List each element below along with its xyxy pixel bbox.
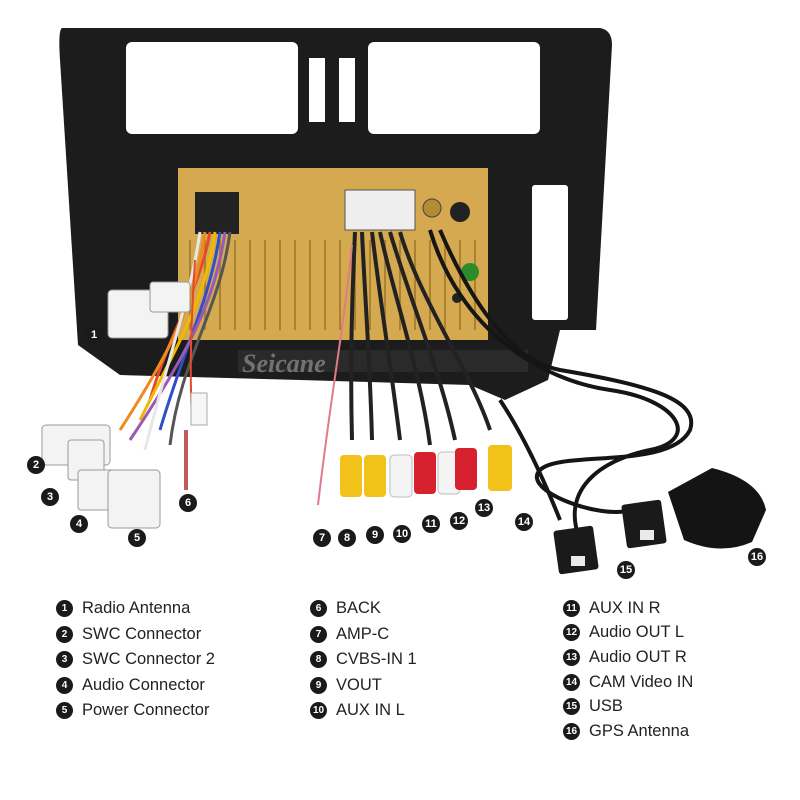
legend-column-2: 6 BACK 7 AMP-C 8 CVBS-IN 1 9 VOUT 10 AUX IN L [310, 596, 417, 724]
callout-12: 12 [450, 512, 468, 530]
legend-label: Radio Antenna [82, 599, 191, 618]
legend-number: 10 [310, 702, 327, 720]
legend-label: GPS Antenna [589, 721, 689, 740]
callout-6: 6 [179, 494, 197, 512]
legend-item: 6 BACK [310, 596, 417, 622]
callout-2: 2 [27, 456, 45, 474]
callout-3: 3 [41, 488, 59, 506]
legend-item: 8 CVBS-IN 1 [310, 647, 417, 673]
rca-cables [317, 231, 492, 506]
legend-label: USB [589, 697, 623, 716]
gps-antenna [668, 468, 766, 549]
legend-number: 15 [563, 698, 580, 716]
legend-number: 16 [563, 722, 580, 740]
legend-label: VOUT [336, 675, 382, 694]
legend-label: Audio Connector [82, 675, 205, 694]
legend-label: Audio OUT L [589, 623, 685, 642]
legend-label: CVBS-IN 1 [336, 650, 417, 669]
callout-13: 13 [475, 499, 493, 517]
watermark: Seicane [242, 349, 326, 378]
callout-5: 5 [128, 529, 146, 547]
legend-label: AUX IN R [589, 598, 661, 617]
rca-plugs [340, 445, 512, 498]
callout-1: 1 [85, 326, 103, 344]
legend-number: 1 [56, 600, 73, 618]
legend-label: CAM Video IN [589, 672, 694, 691]
legend-item: 11 AUX IN R [563, 596, 693, 621]
legend-number: 11 [563, 599, 580, 617]
callout-14: 14 [515, 513, 533, 531]
legend-item: 14 CAM Video IN [563, 670, 693, 695]
callout-7: 7 [313, 529, 331, 547]
legend-item: 10 AUX IN L [310, 698, 417, 724]
legend-number: 12 [563, 624, 580, 642]
legend-item: 9 VOUT [310, 673, 417, 699]
legend-label: SWC Connector 2 [82, 650, 215, 669]
legend-item: 1 Radio Antenna [56, 596, 215, 622]
legend-label: Power Connector [82, 701, 210, 720]
radio-chassis [178, 168, 488, 340]
legend-number: 4 [56, 676, 73, 694]
legend-number: 14 [563, 673, 580, 691]
callout-8: 8 [338, 529, 356, 547]
legend-item: 3 SWC Connector 2 [56, 647, 215, 673]
legend-label: Audio OUT R [589, 647, 687, 666]
legend-number: 3 [56, 651, 73, 669]
legend-item: 7 AMP-C [310, 622, 417, 648]
callout-9: 9 [366, 526, 384, 544]
legend-column-1: 1 Radio Antenna 2 SWC Connector 3 SWC Conne… [56, 596, 215, 724]
legend-item: 15 USB [563, 694, 693, 719]
callout-4: 4 [70, 515, 88, 533]
legend-label: BACK [336, 599, 381, 618]
coiled-cables [428, 229, 694, 541]
legend-label: AMP-C [336, 624, 390, 643]
legend-number: 8 [310, 651, 327, 669]
legend-item: 5 Power Connector [56, 698, 215, 724]
legend-number: 6 [310, 600, 327, 618]
legend-number: 9 [310, 676, 327, 694]
legend-label: AUX IN L [336, 701, 405, 720]
legend-item: 4 Audio Connector [56, 673, 215, 699]
legend-number: 7 [310, 625, 327, 643]
callout-15: 15 [617, 561, 635, 579]
legend-item: 16 GPS Antenna [563, 719, 693, 744]
legend-item: 2 SWC Connector [56, 622, 215, 648]
product-photo: Seicane [41, 28, 766, 575]
legend-number: 2 [56, 625, 73, 643]
callout-16: 16 [748, 548, 766, 566]
legend-label: SWC Connector [82, 624, 202, 643]
legend-number: 13 [563, 648, 580, 666]
legend-number: 5 [56, 702, 73, 720]
callout-10: 10 [393, 525, 411, 543]
legend-column-3: 11 AUX IN R 12 Audio OUT L 13 Audio OUT R 1… [563, 596, 693, 744]
legend-item: 12 Audio OUT L [563, 621, 693, 646]
callout-11: 11 [422, 515, 440, 533]
legend-item: 13 Audio OUT R [563, 645, 693, 670]
white-connectors [41, 281, 191, 529]
